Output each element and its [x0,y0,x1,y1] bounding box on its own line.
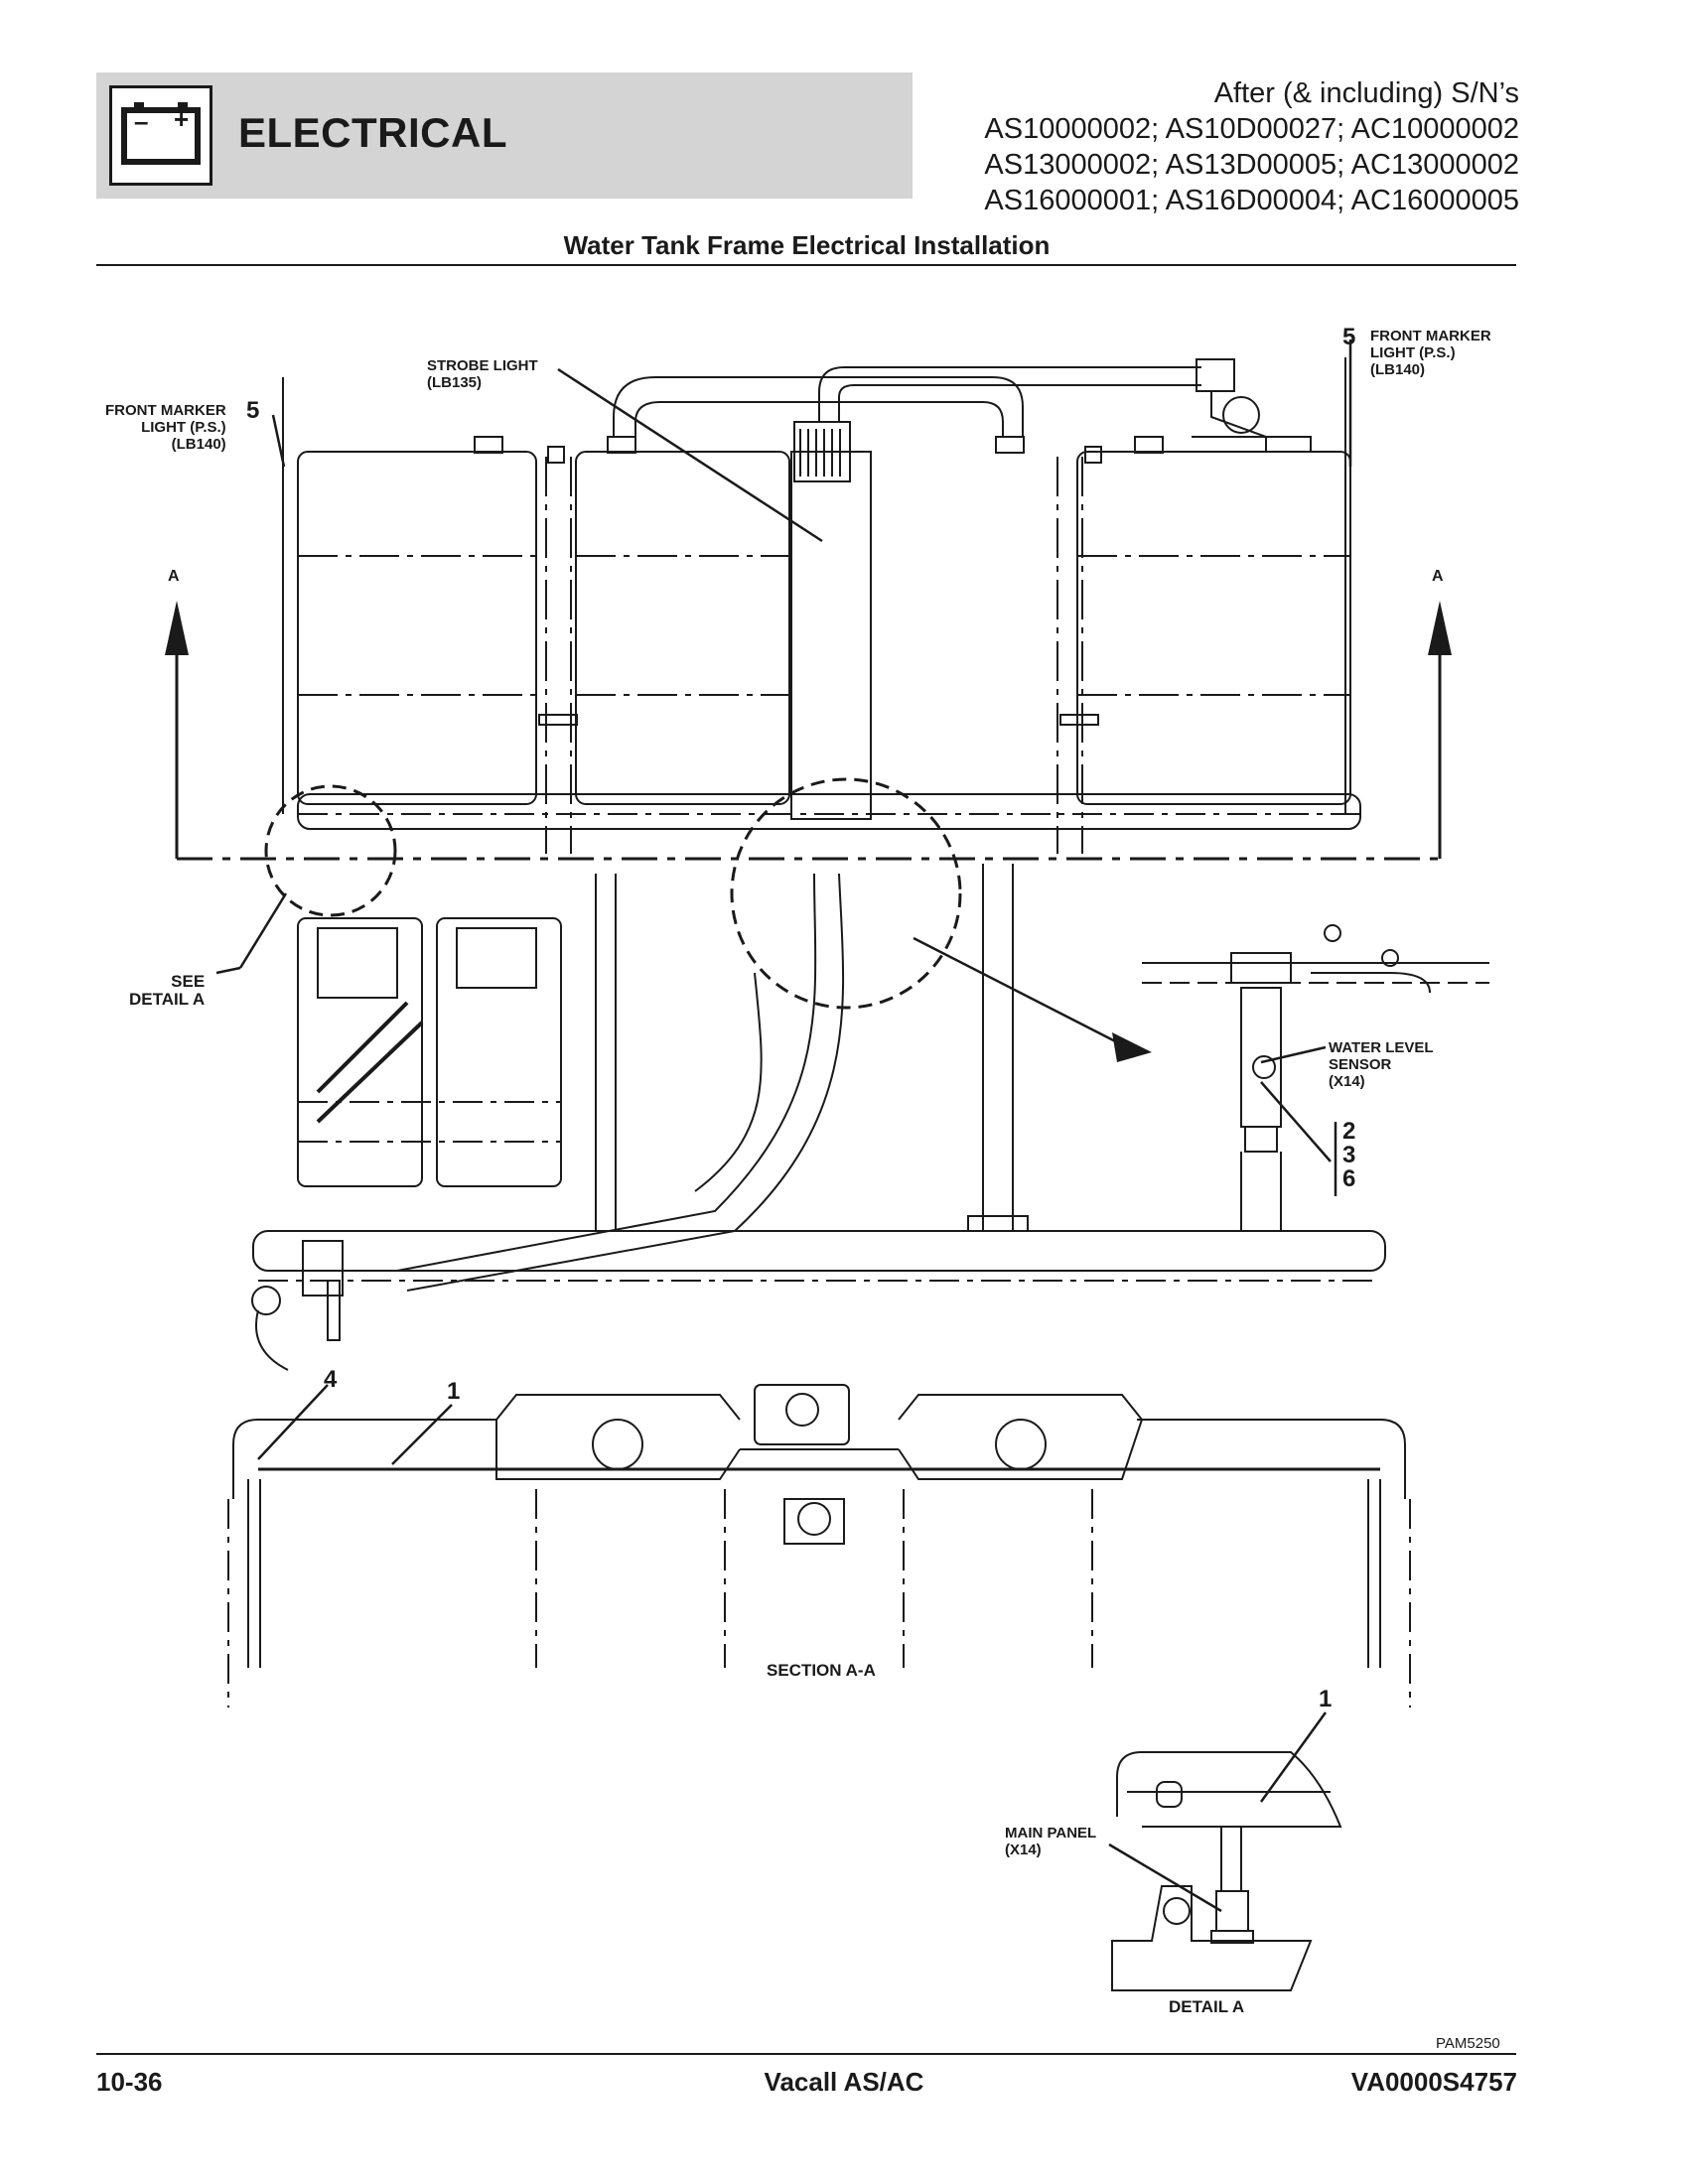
callout-3: 3 [1342,1142,1356,1168]
serial-line: After (& including) S/N’s [1213,77,1519,109]
right-water-tank [1076,451,1351,805]
fill-caps [474,436,1164,464]
detail-a-view [1111,1751,1342,1991]
left-water-tank [297,451,537,805]
callout-6: 6 [1342,1165,1356,1192]
section-a-a-label: SECTION A-A [767,1661,876,1680]
leader-lines [215,340,1352,1913]
see-detail-a-label: SEE DETAIL A [129,972,206,1009]
callout-4: 4 [324,1366,338,1393]
serial-line: AS16000001; AS16D00004; AC16000005 [984,185,1519,216]
vertical-posts [282,357,1346,854]
drain-hose [396,873,845,1292]
detail-circle-left [264,784,397,917]
electrical-panels [297,917,562,1187]
callout-1-section: 1 [447,1378,461,1405]
product-name: Vacall AS/AC [764,2067,924,2097]
main-panel-label: MAIN PANEL (X14) [1005,1825,1097,1858]
center-column [790,421,872,820]
strobe-light-label: STROBE LIGHT (LB135) [427,357,538,391]
detail-a-label: DETAIL A [1169,1997,1245,2016]
serial-line: AS10000002; AS10D00027; AC10000002 [984,113,1519,145]
section-arrow-a-right: A [1432,568,1444,585]
water-level-sensor-detail [1142,924,1489,1231]
callout-5-left: 5 [246,397,260,424]
serial-numbers: After (& including) S/N’s AS10000002; AS… [824,75,1519,218]
page-number: 10-36 [96,2067,163,2097]
center-water-tank [575,451,790,805]
section-a-a-view [227,1384,1411,1707]
callout-2: 2 [1342,1118,1356,1145]
header-rule [96,264,1516,266]
section-arrowheads [165,601,1452,1062]
document-number: VA0000S4757 [1350,2067,1517,2097]
figure-id: PAM5250 [1436,2035,1500,2052]
front-marker-light-right-label: FRONT MARKER LIGHT (P.S.) (LB140) [1370,328,1491,378]
callout-5-right: 5 [1342,324,1356,350]
section-title: ELECTRICAL [238,109,507,156]
callout-1-detail: 1 [1319,1686,1333,1712]
lower-frame-rail [252,864,1386,1282]
battery-minus-symbol: – [134,106,149,136]
frame-crossmember [297,793,1361,830]
front-marker-light-left-label: FRONT MARKER LIGHT (P.S.) (LB140) [105,402,226,453]
plumbing-pipes [613,358,1312,452]
footer-rule [96,2053,1516,2055]
section-arrow-a-left: A [168,568,180,585]
water-level-sensor-label: WATER LEVEL SENSOR (X14) [1329,1039,1434,1090]
header-band [96,72,913,199]
section-line-a-a [175,655,1442,861]
serial-line: AS13000002; AS13D00005; AC13000002 [984,149,1519,181]
corner-connector [251,1240,344,1371]
battery-plus-symbol: + [174,104,190,134]
battery-icon: – + [109,85,212,186]
detail-circle-center [730,777,962,1010]
page-title: Water Tank Frame Electrical Installation [563,230,1051,260]
